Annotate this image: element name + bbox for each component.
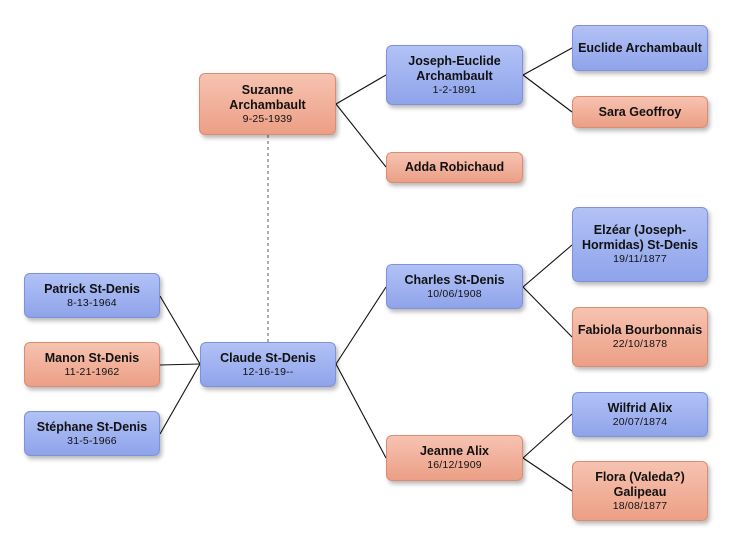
person-date: 1-2-1891	[432, 83, 477, 96]
line-patrick-claude	[159, 295, 201, 365]
person-node-elzear[interactable]: Elzéar (Joseph-Hormidas) St-Denis 19/11/…	[572, 207, 708, 282]
person-name: Flora (Valeda?) Galipeau	[595, 469, 685, 499]
person-name: Stéphane St-Denis	[36, 419, 148, 434]
line-stephane-claude	[159, 363, 201, 435]
line-charles-elzear	[522, 244, 573, 288]
person-node-fabiola[interactable]: Fabiola Bourbonnais 22/10/1878	[572, 307, 708, 367]
line-claude-charles	[335, 286, 387, 365]
person-name: Jeanne Alix	[419, 444, 489, 458]
person-name: Euclide Archambault	[578, 40, 702, 55]
line-claude-jeanne	[335, 363, 387, 459]
person-date: 12-16-19--	[242, 365, 294, 378]
person-name: Charles St-Denis	[404, 272, 505, 287]
person-date: 8-13-1964	[67, 296, 117, 309]
person-node-claude[interactable]: Claude St-Denis 12-16-19--	[200, 342, 336, 387]
person-name: Elzéar (Joseph-Hormidas) St-Denis	[582, 223, 698, 252]
line-charles-fabiola	[522, 286, 573, 338]
person-date: 20/07/1874	[612, 415, 668, 428]
person-name: Suzanne Archambault	[229, 82, 306, 112]
person-node-euclide[interactable]: Euclide Archambault	[572, 25, 708, 71]
line-joseph-euclide-sara	[522, 74, 573, 113]
person-name: Manon St-Denis	[44, 350, 140, 365]
person-name: Joseph-Euclide Archambault	[408, 53, 501, 83]
person-date: 10/06/1908	[427, 287, 482, 300]
person-node-stephane[interactable]: Stéphane St-Denis 31-5-1966	[24, 411, 160, 456]
person-name: Adda Robichaud	[404, 160, 505, 174]
person-date: 31-5-1966	[67, 434, 117, 447]
line-joseph-euclide-euclide	[522, 47, 573, 76]
person-node-flora[interactable]: Flora (Valeda?) Galipeau 18/08/1877	[572, 461, 708, 521]
person-name: Sara Geoffroy	[598, 104, 682, 119]
person-node-sara[interactable]: Sara Geoffroy	[572, 96, 708, 128]
line-suzanne-joseph-euclide	[335, 74, 387, 105]
person-date: 18/08/1877	[612, 499, 668, 512]
person-node-jeanne[interactable]: Jeanne Alix 16/12/1909	[386, 435, 523, 481]
person-date: 11-21-1962	[64, 365, 120, 378]
person-name: Patrick St-Denis	[44, 281, 140, 296]
person-node-suzanne[interactable]: Suzanne Archambault 9-25-1939	[199, 73, 336, 135]
person-name: Claude St-Denis	[220, 350, 316, 365]
person-node-manon[interactable]: Manon St-Denis 11-21-1962	[24, 342, 160, 387]
person-node-adda[interactable]: Adda Robichaud	[386, 152, 523, 183]
line-jeanne-flora	[522, 457, 573, 492]
person-node-joseph-euclide[interactable]: Joseph-Euclide Archambault 1-2-1891	[386, 45, 523, 105]
line-jeanne-wilfrid	[522, 413, 573, 459]
person-node-charles[interactable]: Charles St-Denis 10/06/1908	[386, 264, 523, 309]
person-node-wilfrid[interactable]: Wilfrid Alix 20/07/1874	[572, 392, 708, 437]
person-node-patrick[interactable]: Patrick St-Denis 8-13-1964	[24, 273, 160, 318]
person-date: 22/10/1878	[612, 338, 668, 350]
person-name: Wilfrid Alix	[607, 400, 673, 415]
person-date: 16/12/1909	[427, 459, 482, 471]
line-manon-claude	[159, 363, 201, 366]
person-name: Fabiola Bourbonnais	[577, 323, 703, 337]
person-date: 19/11/1877	[613, 253, 667, 265]
person-date: 9-25-1939	[242, 112, 293, 125]
line-suzanne-adda	[335, 103, 387, 168]
